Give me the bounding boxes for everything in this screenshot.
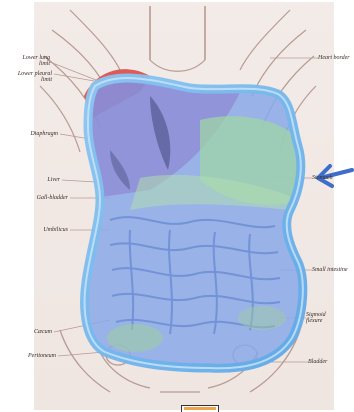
label-stomach: Stomach: [312, 175, 333, 181]
label-sigmoid-line2: flexure: [306, 318, 326, 324]
label-lower-lung-limit-line2: limit: [6, 61, 50, 67]
label-diaphragm: Diaphragm: [6, 131, 58, 137]
label-umbilicus: Umbilicus: [6, 227, 68, 233]
label-liver: Liver: [6, 177, 60, 183]
label-gall-bladder: Gall-bladder: [4, 195, 68, 201]
label-lower-lung-limit: Lower lung limit: [6, 55, 50, 67]
label-bladder: Bladder: [308, 359, 327, 365]
label-cecum: Cæcum: [6, 329, 52, 335]
label-sigmoid-flexure: Sigmoid flexure: [306, 312, 326, 324]
abdomen-overlay: [80, 70, 310, 380]
label-lower-pleural-limit-line2: limit: [4, 77, 52, 83]
label-lower-pleural-limit: Lower pleural limit: [4, 71, 52, 83]
label-small-intestine: Small intestine: [312, 267, 348, 273]
label-heart: Heart border: [318, 55, 350, 61]
label-peritoneum: Peritoneum: [4, 353, 56, 359]
